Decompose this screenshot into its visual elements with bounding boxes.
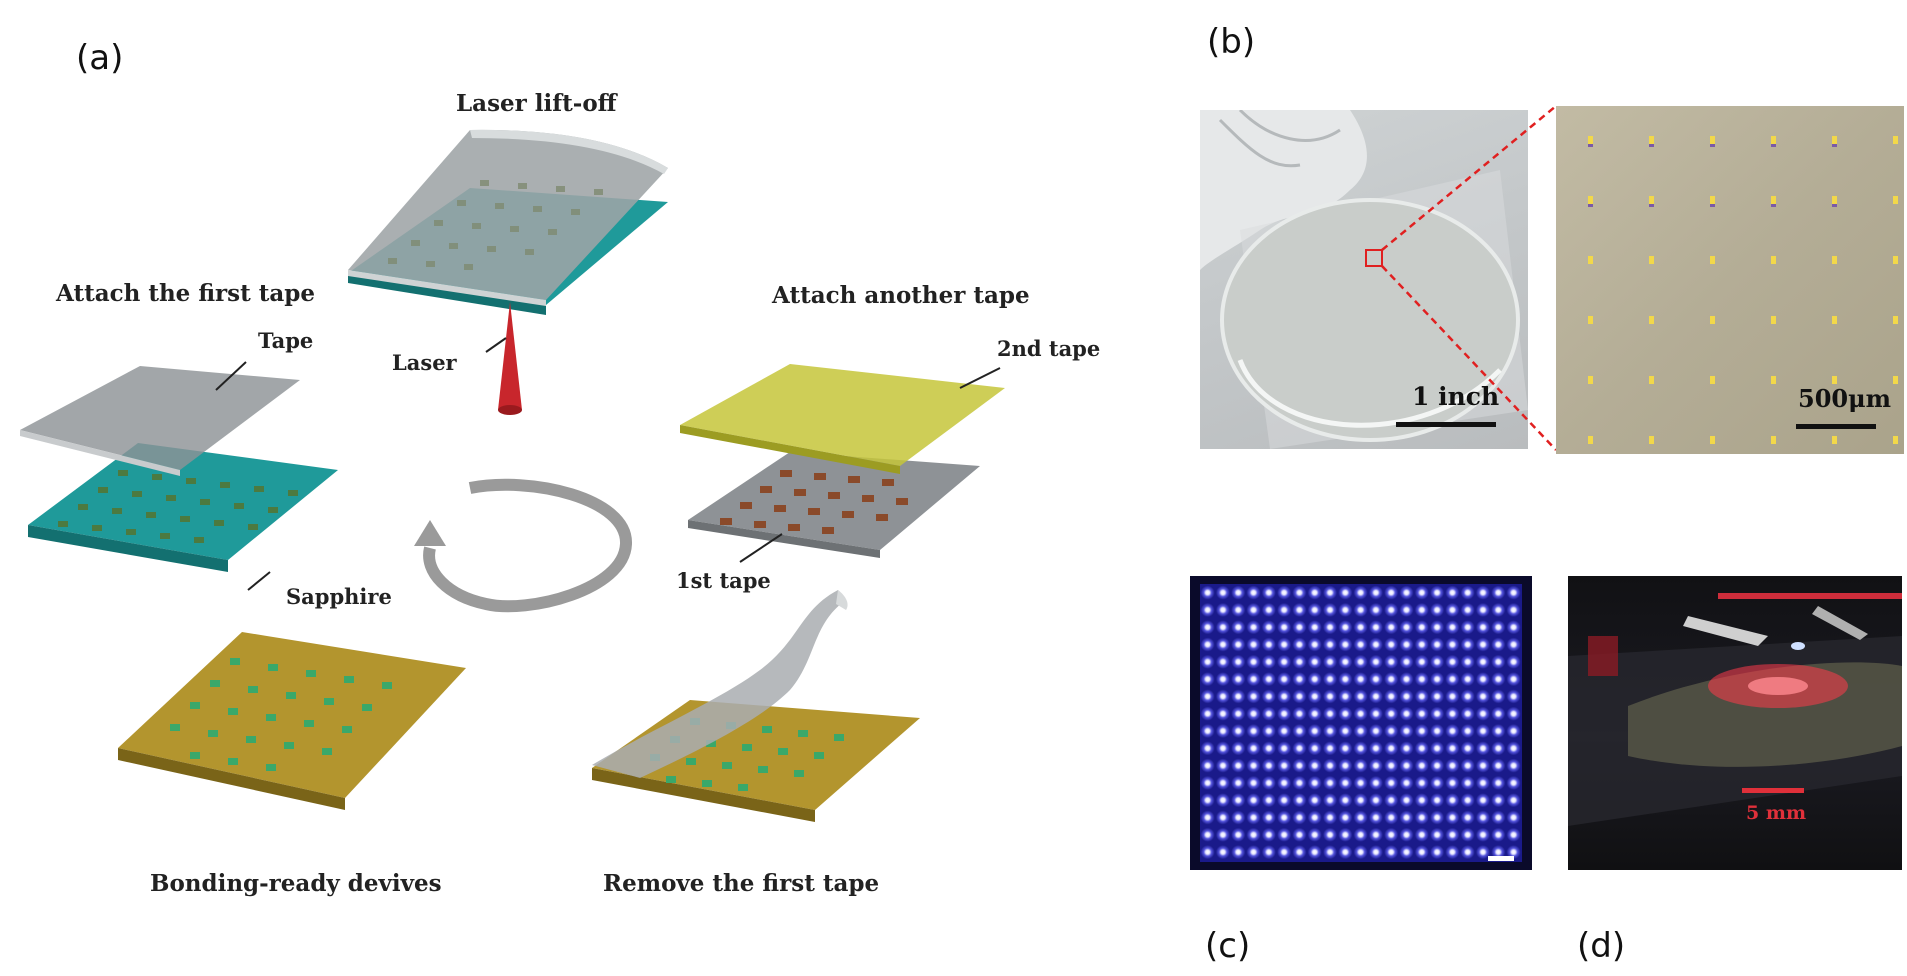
second-tape-label: 2nd tape: [997, 336, 1101, 361]
scale-label-left: 1 inch: [1412, 382, 1500, 411]
tape-label: Tape: [258, 328, 314, 353]
panel-label-b: (b): [1207, 22, 1256, 62]
panel-d-device-photo: 5 mm: [1568, 576, 1902, 870]
cycle-arrow-icon: [414, 478, 633, 613]
scale-bar-left: [1396, 422, 1496, 427]
step-attach-first-tape: Attach the first tape: [56, 280, 315, 307]
panel-c-led-array-photo: [1190, 576, 1532, 870]
scale-bar-right: [1796, 424, 1876, 429]
micro-led-dots: [1588, 136, 1898, 444]
led-array: [1200, 584, 1522, 862]
panel-b-micrograph: 500μm: [1556, 106, 1904, 454]
sapphire-label: Sapphire: [286, 584, 392, 609]
scale-label-right: 500μm: [1798, 384, 1892, 413]
step-remove-first-tape: Remove the first tape: [603, 870, 880, 897]
sapphire-chips: [58, 470, 298, 543]
attach-another-tape-illustration: [680, 364, 1005, 563]
zoom-lines: [1381, 105, 1557, 451]
first-tape-chips: [720, 470, 908, 534]
laser-label: Laser: [392, 350, 457, 375]
bonding-ready-illustration: [118, 632, 466, 810]
scale-bar-c: [1488, 856, 1514, 861]
scale-bar-d: [1742, 788, 1804, 793]
laser-plate-chips: [388, 180, 603, 270]
wafer-illustration: [1200, 110, 1528, 449]
first-tape-label: 1st tape: [676, 568, 771, 593]
remove-first-tape-illustration: [592, 590, 920, 822]
panel-label-a: (a): [76, 38, 124, 78]
laser-liftoff-illustration: [348, 129, 668, 415]
scale-label-d: 5 mm: [1746, 802, 1807, 824]
bonding-ready-chips: [170, 658, 392, 771]
panel-label-d: (d): [1577, 926, 1626, 966]
step-laser-liftoff: Laser lift-off: [456, 90, 617, 117]
panel-b-wafer-photo: 1 inch: [1200, 110, 1528, 449]
step-bonding-ready: Bonding-ready devives: [150, 870, 442, 897]
probe-station-illustration: [1568, 593, 1902, 826]
step-attach-another-tape: Attach another tape: [772, 282, 1030, 309]
zoom-box: [1365, 249, 1383, 267]
panel-label-c: (c): [1205, 926, 1251, 966]
attach-first-tape-illustration: [20, 361, 338, 591]
